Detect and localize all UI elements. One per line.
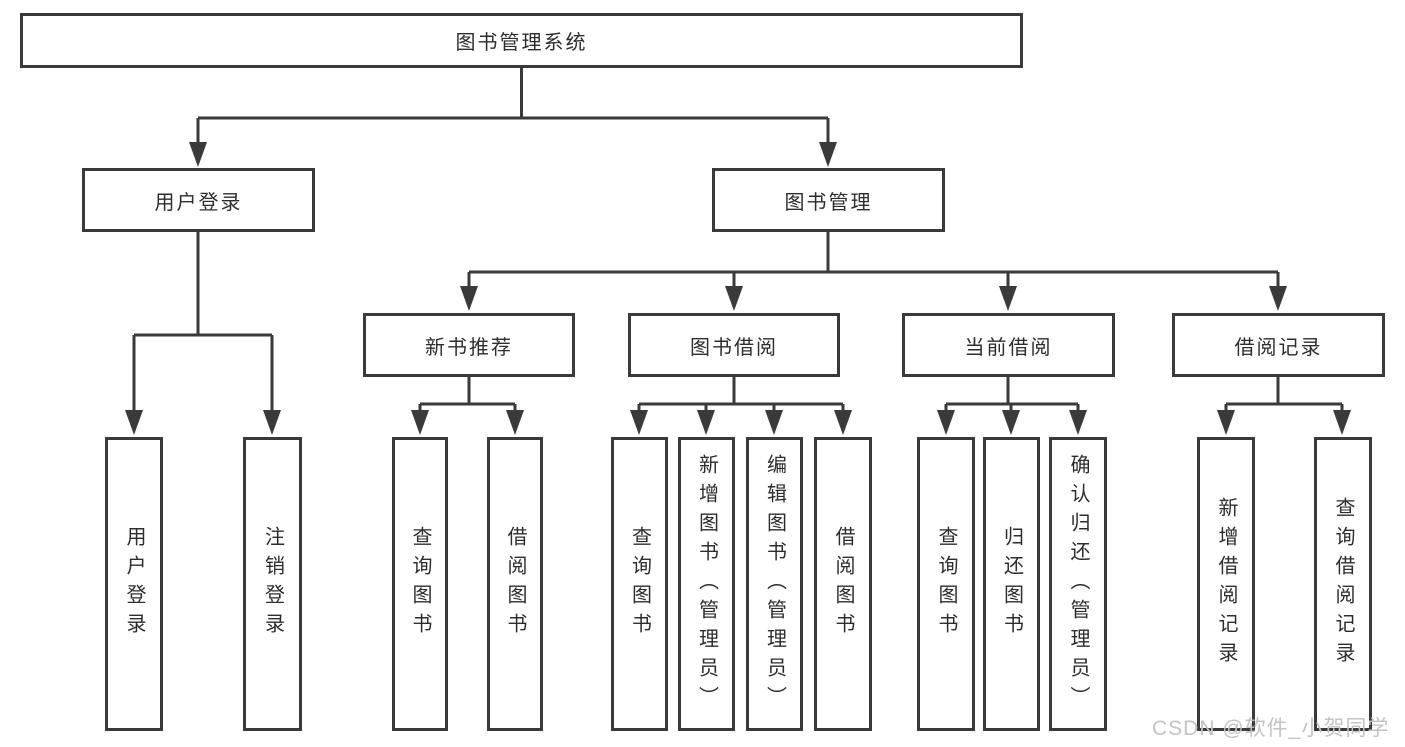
arrowhead-leaf-borrow-books-2 bbox=[834, 410, 852, 435]
leaf-logout: 注销登录 bbox=[243, 437, 302, 731]
node-label: 当前借阅 bbox=[964, 336, 1053, 359]
leaf-borrow-books-borrowing: 借阅图书 bbox=[814, 437, 872, 731]
connector-user-login-to-leaves bbox=[132, 232, 274, 412]
node-label: 注销登录 bbox=[261, 526, 284, 642]
node-label: 图书借阅 bbox=[690, 336, 778, 359]
arrowhead-leaf-query-books-1 bbox=[411, 410, 429, 435]
node-user-login: 用户登录 bbox=[82, 168, 315, 232]
leaf-edit-book-admin: 编辑图书（管理员） bbox=[746, 437, 803, 731]
arrowhead-user-login bbox=[189, 142, 207, 167]
arrowhead-leaf-query-books-2 bbox=[630, 410, 648, 435]
connector-root-to-level2 bbox=[196, 68, 830, 144]
node-label: 借阅图书 bbox=[832, 526, 854, 642]
leaf-query-books-recommendation: 查询图书 bbox=[392, 437, 448, 731]
leaf-user-login: 用户登录 bbox=[105, 437, 163, 731]
leaf-query-borrow-record: 查询借阅记录 bbox=[1314, 437, 1372, 731]
leaf-add-book-admin: 新增图书（管理员） bbox=[678, 437, 735, 731]
node-library-management-system: 图书管理系统 bbox=[20, 13, 1023, 68]
node-label: 图书管理 bbox=[784, 191, 873, 214]
connector-records-to-leaves bbox=[1224, 377, 1344, 412]
connector-recommendation-to-leaves bbox=[418, 377, 517, 412]
arrowhead-leaf-return-book bbox=[1002, 410, 1020, 435]
node-label: 图书管理系统 bbox=[455, 32, 588, 54]
arrowhead-new-book-recommendation bbox=[460, 286, 478, 311]
node-label: 新增借阅记录 bbox=[1215, 497, 1237, 671]
csdn-watermark: CSDN @软件_小贺同学 bbox=[1152, 717, 1390, 740]
node-borrowing-records: 借阅记录 bbox=[1172, 313, 1385, 377]
node-new-book-recommendation: 新书推荐 bbox=[363, 313, 575, 377]
arrowhead-leaf-add-record bbox=[1217, 410, 1235, 435]
node-label: 新增图书（管理员） bbox=[695, 453, 718, 715]
leaf-borrow-books-recommendation: 借阅图书 bbox=[487, 437, 543, 731]
arrowhead-book-borrowing bbox=[725, 286, 743, 311]
leaf-confirm-return-admin: 确认归还（管理员） bbox=[1049, 437, 1107, 731]
arrowhead-borrowing-records bbox=[1269, 286, 1287, 311]
arrowhead-book-management bbox=[819, 142, 837, 167]
leaf-query-books-borrowing: 查询图书 bbox=[611, 437, 668, 731]
arrowhead-leaf-add-book bbox=[697, 410, 715, 435]
node-label: 用户登录 bbox=[154, 191, 243, 214]
arrowhead-leaf-confirm-return bbox=[1069, 410, 1087, 435]
leaf-return-book: 归还图书 bbox=[983, 437, 1040, 731]
node-label: 编辑图书（管理员） bbox=[763, 453, 786, 715]
connector-borrowing-to-leaves bbox=[637, 377, 845, 412]
node-label: 归还图书 bbox=[1000, 526, 1023, 642]
node-label: 查询借阅记录 bbox=[1332, 497, 1354, 671]
arrowhead-leaf-user-login bbox=[125, 410, 143, 435]
connector-current-to-leaves bbox=[944, 377, 1080, 412]
node-label: 借阅记录 bbox=[1234, 336, 1323, 359]
node-book-management: 图书管理 bbox=[712, 168, 945, 232]
node-label: 新书推荐 bbox=[425, 336, 513, 359]
leaf-add-borrow-record: 新增借阅记录 bbox=[1197, 437, 1255, 731]
arrowhead-leaf-logout bbox=[263, 410, 281, 435]
node-label: 用户登录 bbox=[123, 526, 145, 642]
arrowhead-leaf-borrow-books-1 bbox=[506, 410, 524, 435]
arrowhead-leaf-query-record bbox=[1333, 410, 1351, 435]
node-current-borrowing: 当前借阅 bbox=[902, 313, 1115, 377]
arrowhead-leaf-edit-book bbox=[765, 410, 783, 435]
node-book-borrowing: 图书借阅 bbox=[628, 313, 840, 377]
arrowhead-current-borrowing bbox=[999, 286, 1017, 311]
node-label: 查询图书 bbox=[409, 526, 431, 642]
node-label: 查询图书 bbox=[628, 526, 651, 642]
connector-book-management-to-level3 bbox=[467, 232, 1280, 288]
leaf-query-books-current: 查询图书 bbox=[917, 437, 975, 731]
node-label: 查询图书 bbox=[935, 526, 957, 642]
node-label: 确认归还（管理员） bbox=[1067, 453, 1089, 715]
arrowhead-leaf-query-books-3 bbox=[937, 410, 955, 435]
node-label: 借阅图书 bbox=[504, 526, 526, 642]
